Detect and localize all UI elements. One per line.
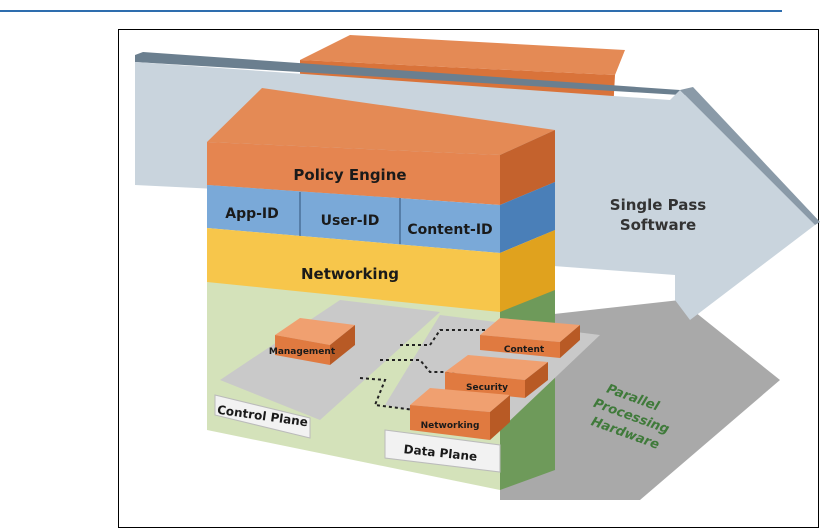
policy-engine-front: [207, 142, 500, 205]
content-label: Content: [504, 345, 545, 355]
content-id-label: Content-ID: [407, 222, 492, 238]
id-layer-side: [500, 182, 555, 253]
arrow-top-edge: [135, 52, 690, 95]
control-plane-front: [214, 394, 311, 439]
data-plane-front: [384, 429, 501, 473]
id-layer-front: [207, 185, 500, 253]
networking-box-label: Networking: [421, 421, 480, 431]
policy-engine-label: Policy Engine: [293, 166, 406, 184]
app-id-label: App-ID: [225, 206, 279, 222]
security-label: Security: [466, 383, 508, 393]
arrow-label-1: Single Pass: [610, 196, 707, 214]
policy-engine-top: [207, 88, 555, 155]
user-id-label: User-ID: [321, 213, 380, 229]
management-label: Management: [269, 347, 336, 357]
arrow-side: [680, 87, 820, 225]
back-block-top: [300, 35, 625, 75]
policy-engine-side: [500, 130, 555, 205]
top-rule: [0, 10, 782, 12]
arrow-label-2: Software: [620, 216, 696, 234]
networking-layer-side: [500, 230, 555, 312]
networking-layer-front: [207, 228, 500, 312]
networking-layer-label: Networking: [301, 265, 399, 283]
